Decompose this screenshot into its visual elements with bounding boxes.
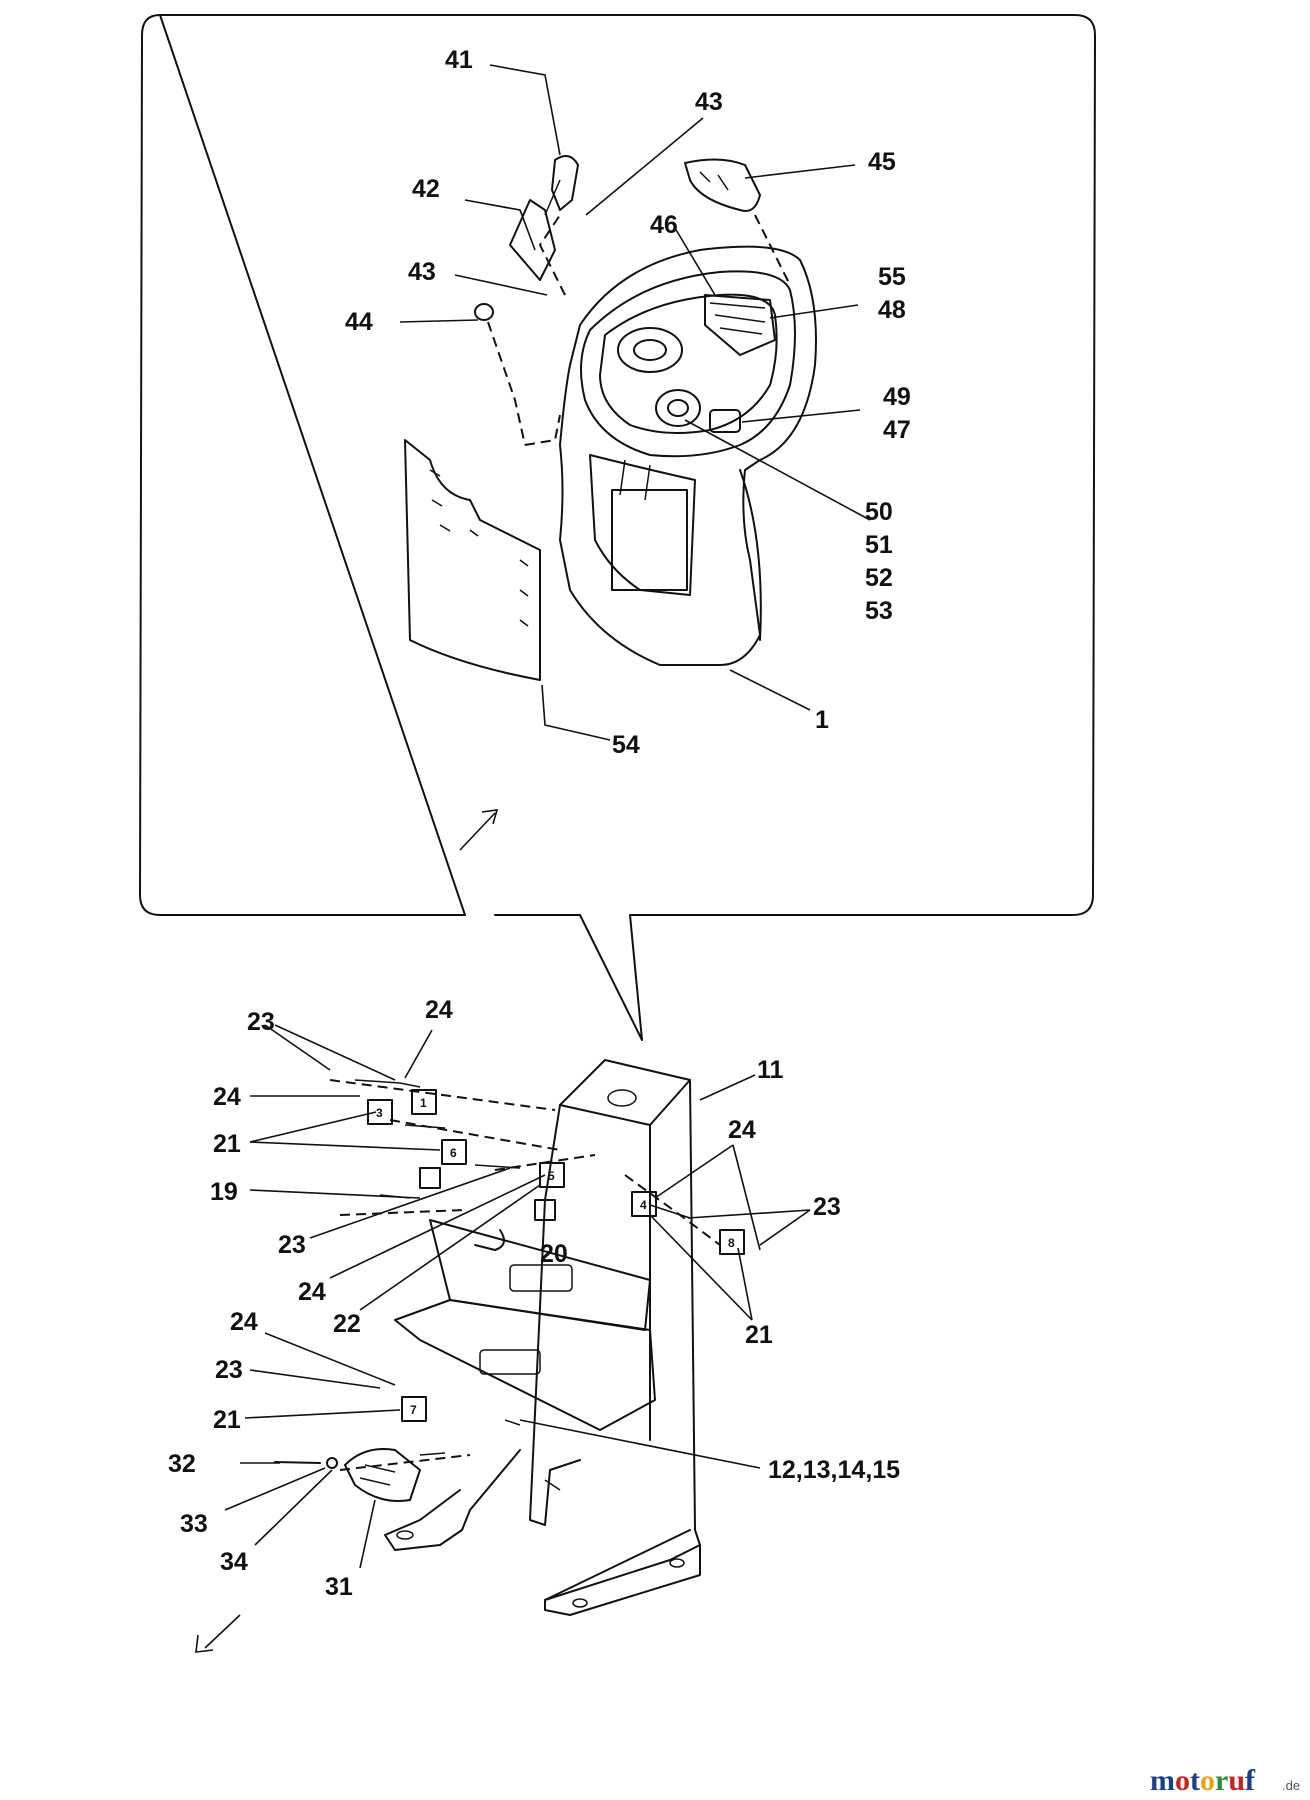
callout-22: 22 — [333, 1310, 361, 1338]
relays-and-connectors: 1 3 6 5 4 8 7 — [274, 1079, 745, 1502]
callout-52: 52 — [865, 564, 893, 592]
svg-text:.de: .de — [1282, 1778, 1300, 1793]
relay-6 — [534, 1199, 556, 1221]
callout-23-lower: 23 — [215, 1356, 243, 1384]
svg-text:5: 5 — [548, 1169, 555, 1183]
svg-text:motoruf: motoruf — [1150, 1764, 1256, 1797]
callout-21-left: 21 — [213, 1130, 241, 1158]
callout-49: 49 — [883, 383, 911, 411]
callout-42: 42 — [412, 175, 440, 203]
callout-12-15: 12,13,14,15 — [768, 1456, 900, 1484]
callout-54: 54 — [612, 731, 640, 759]
callout-1: 1 — [815, 706, 829, 734]
callout-24-left: 24 — [213, 1083, 241, 1111]
callout-45: 45 — [868, 148, 896, 176]
relay-5: 5 — [539, 1162, 565, 1188]
callout-24-mid: 24 — [298, 1278, 326, 1306]
relay-3: 6 — [441, 1139, 467, 1165]
callout-34: 34 — [220, 1548, 248, 1576]
callout-53: 53 — [865, 597, 893, 625]
relay-1: 1 — [411, 1089, 437, 1115]
svg-text:1: 1 — [420, 1096, 427, 1110]
callout-43-lower: 43 — [408, 258, 436, 286]
callout-55: 55 — [878, 263, 906, 291]
callout-51: 51 — [865, 531, 893, 559]
callout-50: 50 — [865, 498, 893, 526]
callout-23-mid: 23 — [278, 1231, 306, 1259]
relay-4 — [419, 1167, 441, 1189]
motoruf-watermark: motoruf .de — [1150, 1764, 1300, 1797]
callout-48: 48 — [878, 296, 906, 324]
callout-44: 44 — [345, 308, 373, 336]
callout-33: 33 — [180, 1510, 208, 1538]
callout-46: 46 — [650, 211, 678, 239]
callout-labels: 41 43 42 43 44 45 46 55 48 49 47 50 51 5… — [168, 46, 911, 1601]
callout-21-right: 21 — [745, 1321, 773, 1349]
svg-text:7: 7 — [410, 1403, 417, 1417]
callout-24-top: 24 — [425, 996, 453, 1024]
detail-bubble — [139, 14, 1096, 1041]
callout-32: 32 — [168, 1450, 196, 1478]
callout-47: 47 — [883, 416, 911, 444]
steering-console-assembly — [404, 155, 817, 851]
column-support-frame — [384, 1059, 701, 1616]
relay-2: 3 — [367, 1099, 393, 1125]
callout-24-lower: 24 — [230, 1308, 258, 1336]
callout-20: 20 — [540, 1240, 568, 1268]
callout-23-right: 23 — [813, 1193, 841, 1221]
callout-41: 41 — [445, 46, 473, 74]
callout-24-right: 24 — [728, 1116, 756, 1144]
callout-31: 31 — [325, 1573, 353, 1601]
svg-text:4: 4 — [640, 1198, 647, 1212]
relay-9: 7 — [401, 1396, 427, 1422]
callout-23-top: 23 — [247, 1008, 275, 1036]
relay-8: 8 — [719, 1229, 745, 1255]
svg-text:3: 3 — [376, 1106, 383, 1120]
callout-11: 11 — [757, 1056, 784, 1084]
upper-leaders — [399, 64, 871, 741]
callout-21-lower: 21 — [213, 1406, 241, 1434]
svg-text:8: 8 — [728, 1236, 735, 1250]
lower-leaders — [195, 1024, 811, 1653]
callout-19: 19 — [210, 1178, 238, 1206]
connector-31 — [274, 1448, 421, 1502]
relay-7: 4 — [631, 1191, 657, 1217]
callout-43-upper: 43 — [695, 88, 723, 116]
svg-text:6: 6 — [450, 1146, 457, 1160]
